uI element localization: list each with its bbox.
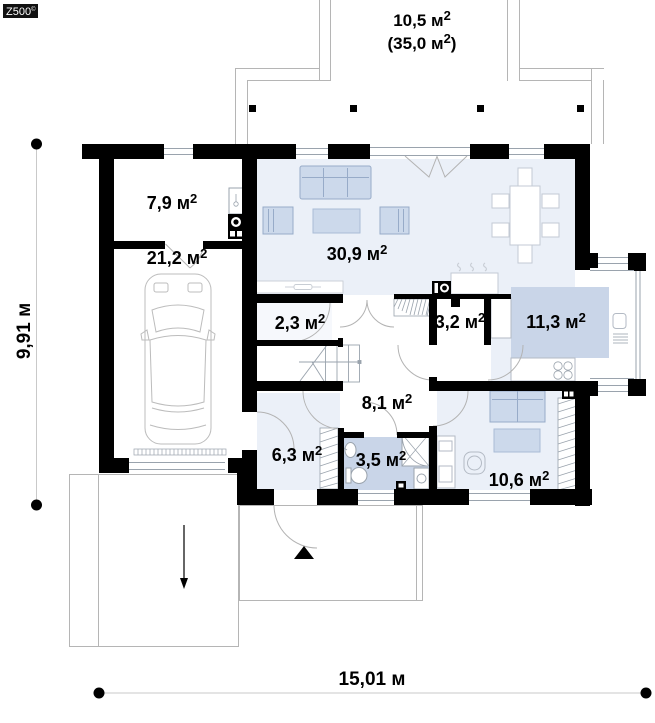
svg-text:15,01 м: 15,01 м <box>339 669 406 690</box>
svg-text:21,2 м2: 21,2 м2 <box>147 246 208 268</box>
svg-text:3,2 м2: 3,2 м2 <box>435 310 486 332</box>
svg-text:2,3 м2: 2,3 м2 <box>275 311 326 333</box>
svg-text:(35,0 м2): (35,0 м2) <box>388 31 457 53</box>
svg-text:9,91 м: 9,91 м <box>14 303 35 359</box>
svg-text:11,3 м2: 11,3 м2 <box>526 310 586 332</box>
svg-text:7,9 м2: 7,9 м2 <box>147 191 198 213</box>
svg-text:8,1 м2: 8,1 м2 <box>362 391 413 413</box>
svg-text:30,9 м2: 30,9 м2 <box>327 242 388 264</box>
svg-text:3,5 м2: 3,5 м2 <box>356 448 407 470</box>
svg-text:10,5 м2: 10,5 м2 <box>393 8 451 30</box>
svg-text:10,6 м2: 10,6 м2 <box>489 468 550 490</box>
svg-text:Z500©: Z500© <box>6 6 36 18</box>
svg-text:6,3 м2: 6,3 м2 <box>272 443 323 465</box>
